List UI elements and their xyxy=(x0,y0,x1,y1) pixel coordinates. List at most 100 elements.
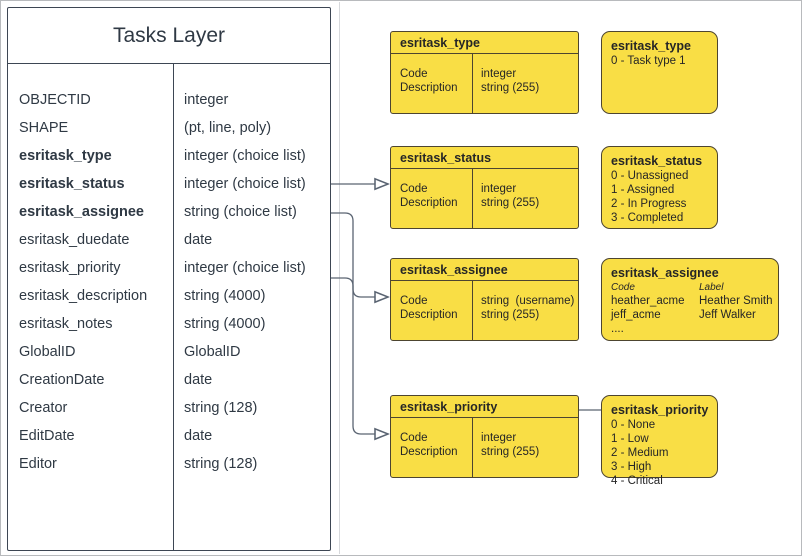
table-row: esritask_notes string (4000) xyxy=(8,310,330,338)
domain-table-fields: Code Description xyxy=(400,295,458,321)
domain-table-body: Code Description string (username) strin… xyxy=(391,281,578,340)
domain-table-divider xyxy=(472,54,474,113)
value-box-title: esritask_status xyxy=(611,154,703,168)
domain-table-title: esritask_type xyxy=(391,32,578,54)
domain-table-types: integer string (255) xyxy=(481,183,540,209)
value-box-esritask-type[interactable]: esritask_type 0 - Task type 1 xyxy=(601,31,718,114)
field-type: (pt, line, poly) xyxy=(184,120,272,136)
domain-table-title: esritask_status xyxy=(391,147,578,169)
value-box-title: esritask_assignee xyxy=(611,266,719,280)
domain-table-fields: Code Description xyxy=(400,183,458,209)
value-box-line: 2 - Medium xyxy=(611,447,669,459)
value-box-line: 1 - Assigned xyxy=(611,184,675,196)
value-box-more: .... xyxy=(611,323,624,335)
pane-divider xyxy=(339,2,340,554)
page-title: Tasks Layer xyxy=(8,8,330,64)
table-row: EditDate date xyxy=(8,422,330,450)
domain-table-esritask-status[interactable]: esritask_status Code Description integer… xyxy=(390,146,579,229)
field-type: date xyxy=(184,372,213,388)
domain-table-esritask-priority[interactable]: esritask_priority Code Description integ… xyxy=(390,395,579,478)
value-box-line: 3 - High xyxy=(611,461,652,473)
entity-column-divider xyxy=(173,64,174,550)
field-type: integer xyxy=(184,92,229,108)
field-type: string (4000) xyxy=(184,316,266,332)
value-box-label-header: Label xyxy=(699,282,724,293)
field-name: OBJECTID xyxy=(19,92,91,108)
value-box-lines: 0 - Task type 1 xyxy=(611,54,708,68)
value-box-line: 0 - Unassigned xyxy=(611,170,689,182)
value-box-esritask-assignee[interactable]: esritask_assignee Code Label heather_acm… xyxy=(601,258,779,341)
field-name: esritask_priority xyxy=(19,260,121,276)
table-row: SHAPE (pt, line, poly) xyxy=(8,114,330,142)
field-type: date xyxy=(184,428,213,444)
table-row: GlobalID GlobalID xyxy=(8,338,330,366)
domain-table-esritask-assignee[interactable]: esritask_assignee Code Description strin… xyxy=(390,258,579,341)
value-box-esritask-status[interactable]: esritask_status 0 - Unassigned 1 - Assign… xyxy=(601,146,718,229)
table-row: esritask_status integer (choice list) xyxy=(8,170,330,198)
value-box-column-headers: Code Label xyxy=(611,281,769,294)
domain-table-divider xyxy=(472,418,474,477)
value-box-line: 0 - None xyxy=(611,419,656,431)
domain-table-body: Code Description integer string (255) xyxy=(391,54,578,113)
field-type: GlobalID xyxy=(184,344,241,360)
field-type: string (4000) xyxy=(184,288,266,304)
field-name: GlobalID xyxy=(19,344,76,360)
value-box-code-label-table: Code Label heather_acme Heather Smith jeff… xyxy=(611,281,773,336)
value-box-pair-row: heather_acme Heather Smith xyxy=(611,294,773,308)
field-name: esritask_duedate xyxy=(19,232,130,248)
value-box-code-header: Code xyxy=(611,282,635,293)
field-type: string (128) xyxy=(184,456,258,472)
value-box-label: Heather Smith xyxy=(699,295,773,307)
domain-table-divider xyxy=(472,169,474,228)
field-name: EditDate xyxy=(19,428,75,444)
domain-table-divider xyxy=(472,281,474,340)
field-name: esritask_status xyxy=(19,176,125,192)
value-box-pairs: heather_acme Heather Smith jeff_acme Jeff W… xyxy=(611,294,773,322)
field-name: esritask_type xyxy=(19,148,112,164)
field-name: CreationDate xyxy=(19,372,105,388)
table-row: OBJECTID integer xyxy=(8,86,330,114)
value-box-line: 2 - In Progress xyxy=(611,198,687,210)
table-row: esritask_type integer (choice list) xyxy=(8,142,330,170)
domain-table-types: string (username) string (255) xyxy=(481,295,575,321)
value-box-lines: 0 - Unassigned 1 - Assigned 2 - In Progres… xyxy=(611,169,708,225)
table-row: esritask_duedate date xyxy=(8,226,330,254)
domain-table-body: Code Description integer string (255) xyxy=(391,418,578,477)
field-type: integer (choice list) xyxy=(184,260,306,276)
value-box-line: 4 - Critical xyxy=(611,475,663,487)
field-name: esritask_notes xyxy=(19,316,113,332)
field-type: date xyxy=(184,232,213,248)
field-name: Editor xyxy=(19,456,57,472)
table-row: esritask_priority integer (choice list) xyxy=(8,254,330,282)
table-row: esritask_description string (4000) xyxy=(8,282,330,310)
table-row: Editor string (128) xyxy=(8,450,330,478)
domain-table-fields: Code Description xyxy=(400,432,458,458)
domain-table-body: Code Description integer string (255) xyxy=(391,169,578,228)
value-box-code: jeff_acme xyxy=(611,309,661,321)
value-box-code: heather_acme xyxy=(611,295,685,307)
table-row: esritask_assignee string (choice list) xyxy=(8,198,330,226)
value-box-title: esritask_type xyxy=(611,39,691,53)
domain-table-types: integer string (255) xyxy=(481,68,540,94)
value-box-label: Jeff Walker xyxy=(699,309,756,321)
value-box-title: esritask_priority xyxy=(611,403,709,417)
field-type: integer (choice list) xyxy=(184,176,306,192)
field-type: string (choice list) xyxy=(184,204,297,220)
field-name: Creator xyxy=(19,400,68,416)
field-name: esritask_description xyxy=(19,288,148,304)
domain-table-title: esritask_priority xyxy=(391,396,578,418)
domain-table-esritask-type[interactable]: esritask_type Code Description integer s… xyxy=(390,31,579,114)
field-name: SHAPE xyxy=(19,120,69,136)
value-box-line: 3 - Completed xyxy=(611,212,684,224)
domain-table-fields: Code Description xyxy=(400,68,458,94)
field-name: esritask_assignee xyxy=(19,204,144,220)
domain-table-title: esritask_assignee xyxy=(391,259,578,281)
field-type: integer (choice list) xyxy=(184,148,306,164)
